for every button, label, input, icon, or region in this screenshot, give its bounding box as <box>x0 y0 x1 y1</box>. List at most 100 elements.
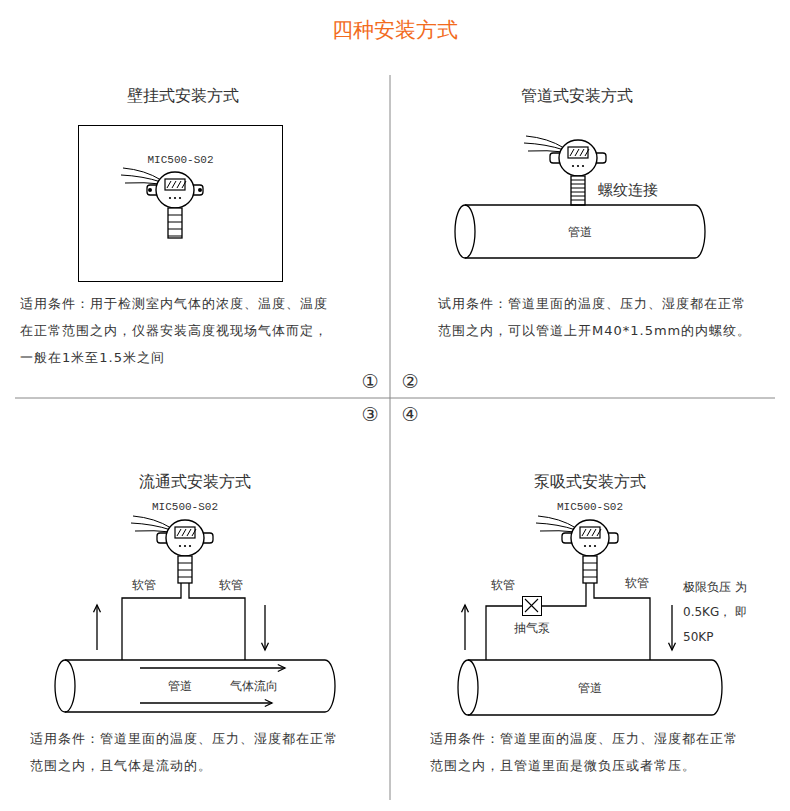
callout-number: ③ <box>361 402 378 426</box>
hose-line <box>189 583 245 660</box>
display-hatch <box>172 181 176 188</box>
cable-wire <box>538 516 576 528</box>
section-heading: 流通式安装方式 <box>139 472 251 493</box>
stem-ring <box>168 222 182 223</box>
pipe-outline <box>65 660 335 712</box>
display-hatch <box>585 149 589 156</box>
indicator-dot <box>589 545 591 547</box>
flow-arrow-head <box>265 700 272 707</box>
pump-cross <box>525 599 538 612</box>
direction-arrow-head <box>669 643 676 650</box>
display-hatch <box>570 149 574 156</box>
hose-label: 软管 <box>218 577 244 594</box>
stem-ring <box>178 563 192 564</box>
display-hatch <box>587 529 591 536</box>
display-window <box>568 147 588 158</box>
indicator-dot <box>594 545 596 547</box>
section-heading: 泵吸式安装方式 <box>534 472 646 493</box>
pipe-label: 管道 <box>578 679 602 696</box>
indicator-dot <box>174 197 176 199</box>
pipe-cylinder: 管道 <box>455 205 705 258</box>
pump-shape <box>523 597 543 617</box>
detector-body <box>166 520 204 556</box>
rect-shape <box>79 126 284 283</box>
illustration-group <box>15 75 775 800</box>
cable-wire <box>131 523 171 530</box>
pump-cross <box>525 599 538 612</box>
detector-device: MIC500-S02 <box>550 520 630 583</box>
sensor-stem <box>178 556 192 583</box>
pipe-detector <box>524 136 606 205</box>
indicator-dot <box>577 165 579 167</box>
stem-ring <box>178 570 192 571</box>
display-window <box>165 179 185 190</box>
pump-box: 抽气泵 <box>522 596 542 616</box>
condition-note: 试用条件：管道里面的温度、压力、湿度都在正常范围之内，可以管道上开M40*1.5… <box>438 290 756 344</box>
display-hatch <box>580 149 584 156</box>
cable-wire <box>540 531 576 532</box>
pipe-end <box>455 205 475 258</box>
divider-line <box>15 398 775 399</box>
model-label: MIC500-S02 <box>147 154 213 166</box>
display-window <box>175 527 195 538</box>
screw-dot <box>148 188 152 192</box>
detector-body <box>156 172 194 208</box>
flow-arrow <box>140 667 285 668</box>
direction-arrow-head <box>262 643 269 650</box>
display-hatch <box>182 181 186 188</box>
thread-line <box>571 184 585 185</box>
direction-arrow <box>671 605 672 650</box>
condition-note: 适用条件：管道里面的温度、压力、湿度都在正常范围之内，且管道里面是微负压或者常压… <box>430 725 748 779</box>
cable-wire <box>135 531 171 532</box>
detector-device: MIC500-S02 <box>145 520 225 583</box>
hose-line <box>542 583 586 606</box>
display-hatch <box>575 149 579 156</box>
condition-note: 适用条件：用于检测室内气体的浓度、温度、温度在正常范围之内，仪器安装高度视现场气… <box>20 290 338 371</box>
model-label: MIC500-S02 <box>152 501 218 513</box>
indicator-dot <box>189 545 191 547</box>
pipe-end <box>458 660 478 715</box>
flow-label: 气体流向 <box>230 678 278 695</box>
pump-label: 抽气泵 <box>514 620 550 637</box>
divider-line <box>390 75 391 800</box>
indicator-dot <box>582 165 584 167</box>
cable-wire <box>524 143 564 150</box>
indicator-dot <box>169 197 171 199</box>
stem-ring <box>583 570 597 571</box>
stem-ring <box>168 215 182 216</box>
direction-arrow <box>264 605 265 650</box>
callout-number: ② <box>401 369 418 393</box>
cable-wire <box>123 168 161 180</box>
pipe-label: 管道 <box>568 223 592 240</box>
page-title: 四种安装方式 <box>332 16 458 44</box>
callout-number: ① <box>361 369 378 393</box>
display-hatch <box>187 529 191 536</box>
hose-line <box>122 583 181 660</box>
pipe-shape <box>55 660 335 712</box>
stem-ring <box>583 577 597 578</box>
display-hatch <box>177 181 181 188</box>
direction-arrow <box>96 605 97 650</box>
display-window <box>580 527 600 538</box>
pipe-outline <box>468 660 722 715</box>
thread-line <box>571 192 585 193</box>
callout-number: ④ <box>401 402 418 426</box>
thread-line <box>571 196 585 197</box>
pipe-label: 管道 <box>168 678 192 695</box>
stem-ring <box>583 563 597 564</box>
indicator-dot <box>572 165 574 167</box>
section-heading: 壁挂式安装方式 <box>127 86 239 107</box>
pipe-outline <box>465 205 705 258</box>
display-hatch <box>192 529 196 536</box>
direction-arrow-head <box>462 605 469 612</box>
model-label: MIC500-S02 <box>557 501 623 513</box>
direction-arrow <box>464 605 465 650</box>
display-hatch <box>592 529 596 536</box>
hose-label: 软管 <box>624 575 650 592</box>
hose-label: 软管 <box>131 577 157 594</box>
cable-wire <box>125 183 161 184</box>
wall-detector <box>121 168 203 238</box>
device-shape <box>550 520 630 583</box>
